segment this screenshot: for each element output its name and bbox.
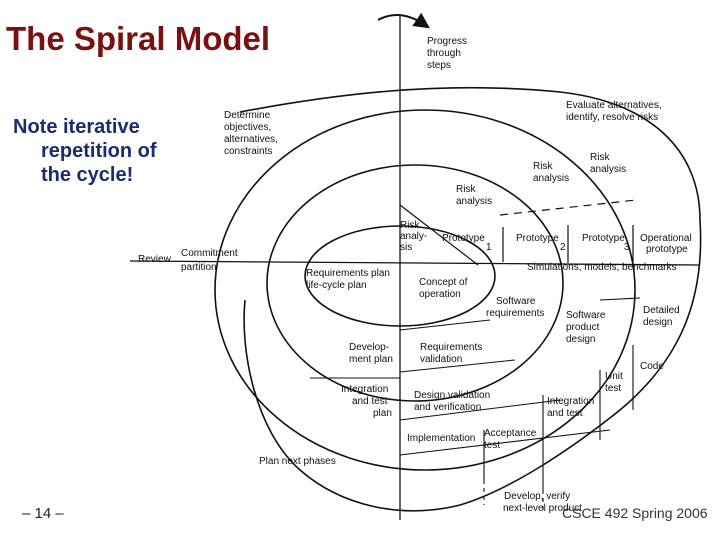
slide-title: The Spiral Model xyxy=(6,20,271,57)
slide-note: Note iterative repetition of the cycle! xyxy=(13,115,213,187)
lower-divider-1 xyxy=(399,319,491,331)
prototype-2-label: Prototype xyxy=(516,233,559,244)
spiral-loop-4 xyxy=(239,86,702,512)
prototype-3-label: Prototype xyxy=(582,233,625,244)
prototype-3-number: 3 xyxy=(624,242,630,253)
detailed-divider xyxy=(599,297,641,301)
simulations-label: Simulations, models, benchmarks xyxy=(527,262,677,273)
spiral-loop-1 xyxy=(304,225,496,327)
prototype-2-number: 2 xyxy=(560,242,566,253)
progress-arrow xyxy=(377,12,430,29)
horizontal-axis xyxy=(129,260,701,266)
prototype-1-label: Prototype xyxy=(442,233,485,244)
prototype-1-number: 1 xyxy=(486,242,492,253)
spiral-loop-2 xyxy=(266,164,564,402)
lower-divider-4 xyxy=(399,429,611,456)
risk-divider-1 xyxy=(399,204,479,266)
plan-next-phases-label: Plan next phases xyxy=(259,456,336,467)
development-plan-label: Develop-ment plan xyxy=(349,342,393,365)
lower-divider-2 xyxy=(399,359,516,373)
lower-divider-3 xyxy=(399,399,561,421)
note-line-1: Note iterative xyxy=(13,116,140,138)
spiral-loop-3 xyxy=(214,109,636,471)
evaluate-label: Evaluate alternatives,identify, resolve … xyxy=(566,100,662,123)
note-line-2: repetition of xyxy=(41,140,157,162)
course-footer: CSCE 492 Spring 2006 xyxy=(562,505,708,521)
code-label: Code xyxy=(640,361,664,372)
implementation-label: Implementation xyxy=(407,433,475,444)
note-line-3: the cycle! xyxy=(41,164,134,186)
review-label: Review xyxy=(138,254,172,265)
risk-divider-2 xyxy=(499,199,637,216)
slide-number: – 14 – xyxy=(22,505,64,522)
